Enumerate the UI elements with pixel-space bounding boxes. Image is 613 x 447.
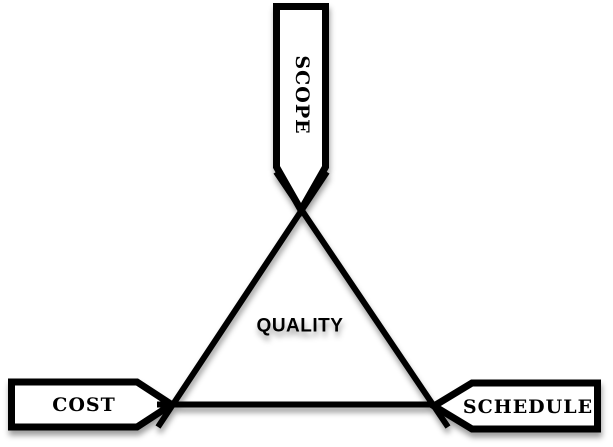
cost-label: COST [52, 394, 116, 416]
schedule-banner [427, 379, 601, 433]
scope-label: SCOPE [291, 55, 313, 134]
labels: SCOPE COST SCHEDULE QUALITY [52, 55, 593, 418]
triangle-side-right [273, 170, 451, 429]
triangle-sides [155, 170, 451, 429]
quality-label: QUALITY [257, 316, 344, 337]
cost-banner [8, 378, 178, 431]
schedule-label: SCHEDULE [463, 396, 593, 418]
triangle-side-left [155, 170, 330, 429]
